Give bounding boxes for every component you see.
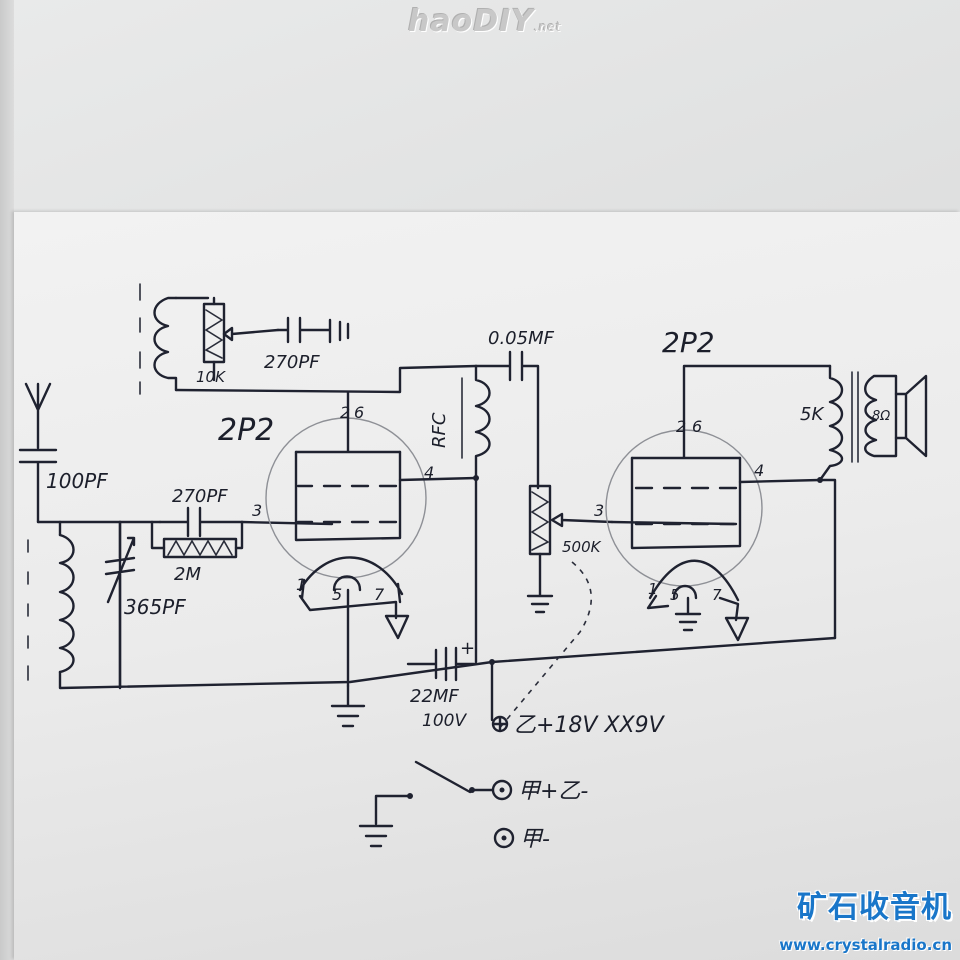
reaction-coil [139,283,210,395]
label-500k: 500K [562,538,602,556]
tube1-elements [294,390,478,688]
tube2-label: 2P2 [662,326,715,359]
pin-label-4a: 4 [424,463,434,482]
terminal-a-minus [493,827,515,849]
antenna-symbol [24,382,52,450]
speaker-icon [894,374,928,458]
junction-dot-plate [473,475,479,481]
label-005mf: 0.05MF [488,328,555,349]
regeneration-pot-10k [202,296,280,382]
reaction-capacitor-270pf [276,316,350,344]
grid-wire-tube1 [240,520,334,526]
pin-label-1b: 1 [648,580,658,598]
pin-label-4b: 4 [754,461,764,480]
volume-pot-500k [526,484,614,614]
grid-resistor-2m [150,520,244,559]
ground-symbol-1 [330,684,366,728]
tuning-coil [27,533,75,681]
tube1-envelope [265,417,427,579]
tube1-label: 2P2 [218,413,274,448]
label-grid-270pf: 270PF [172,486,228,507]
label-10k: 10K [196,368,226,386]
label-rfc: RFC [429,412,450,448]
pin-label-3a: 3 [252,501,262,520]
coupling-capacitor-005mf [474,350,540,490]
pin-label-5a: 5 [332,585,342,604]
crystalradio-url: www.crystalradio.cn [779,936,952,954]
power-switch [374,760,494,826]
pin-label-1a: 1 [296,575,306,594]
terminal-b-plus [491,715,509,733]
label-a-minus: 甲- [520,827,550,852]
gang-link-dashed [497,561,592,731]
label-plus: + [460,638,475,659]
label-100pf: 100PF [46,469,108,493]
pin-label-7a: 7 [374,585,385,604]
pin-label-6a: 6 [354,403,364,422]
paper-sheet [14,212,960,960]
label-100v: 100V [422,711,467,731]
rf-choke [461,364,491,664]
label-5k: 5K [800,404,824,425]
label-reaction-270pf: 270PF [264,352,320,373]
ground-symbol-2 [358,824,394,848]
pin-label-7b: 7 [712,586,722,604]
terminal-a-plus-b-minus [491,779,513,801]
label-365pf: 365PF [124,595,186,619]
plate-feedback-wire [174,364,478,394]
haodiy-watermark: haoDIY.net [408,4,562,39]
antenna-capacitor-100pf [18,448,58,524]
label-a-plus-b-minus: 甲+乙- [518,779,588,804]
tube2-elements [610,364,832,642]
label-b-plus-18v: 乙+18V XX9V [514,713,666,738]
pin-label-3b: 3 [594,501,604,520]
label-22mf: 22MF [410,686,459,707]
pin-label-5b: 5 [670,586,680,604]
crystalradio-brand-logo: 矿石收音机 [797,890,952,925]
label-2m: 2M [174,564,201,585]
paper-fold-shadow [0,0,14,960]
pin-label-6b: 6 [692,417,702,436]
label-8ohm: 8Ω [872,409,890,424]
filter-capacitor-22mf [406,646,478,682]
grid-capacitor-270pf [158,506,244,538]
tuning-capacitor-365pf [104,520,136,690]
output-transformer-5k [818,364,898,640]
pin-label-2b: 2 [676,417,686,436]
junction-dot-screen [817,477,823,483]
pin-label-2a: 2 [340,403,350,422]
